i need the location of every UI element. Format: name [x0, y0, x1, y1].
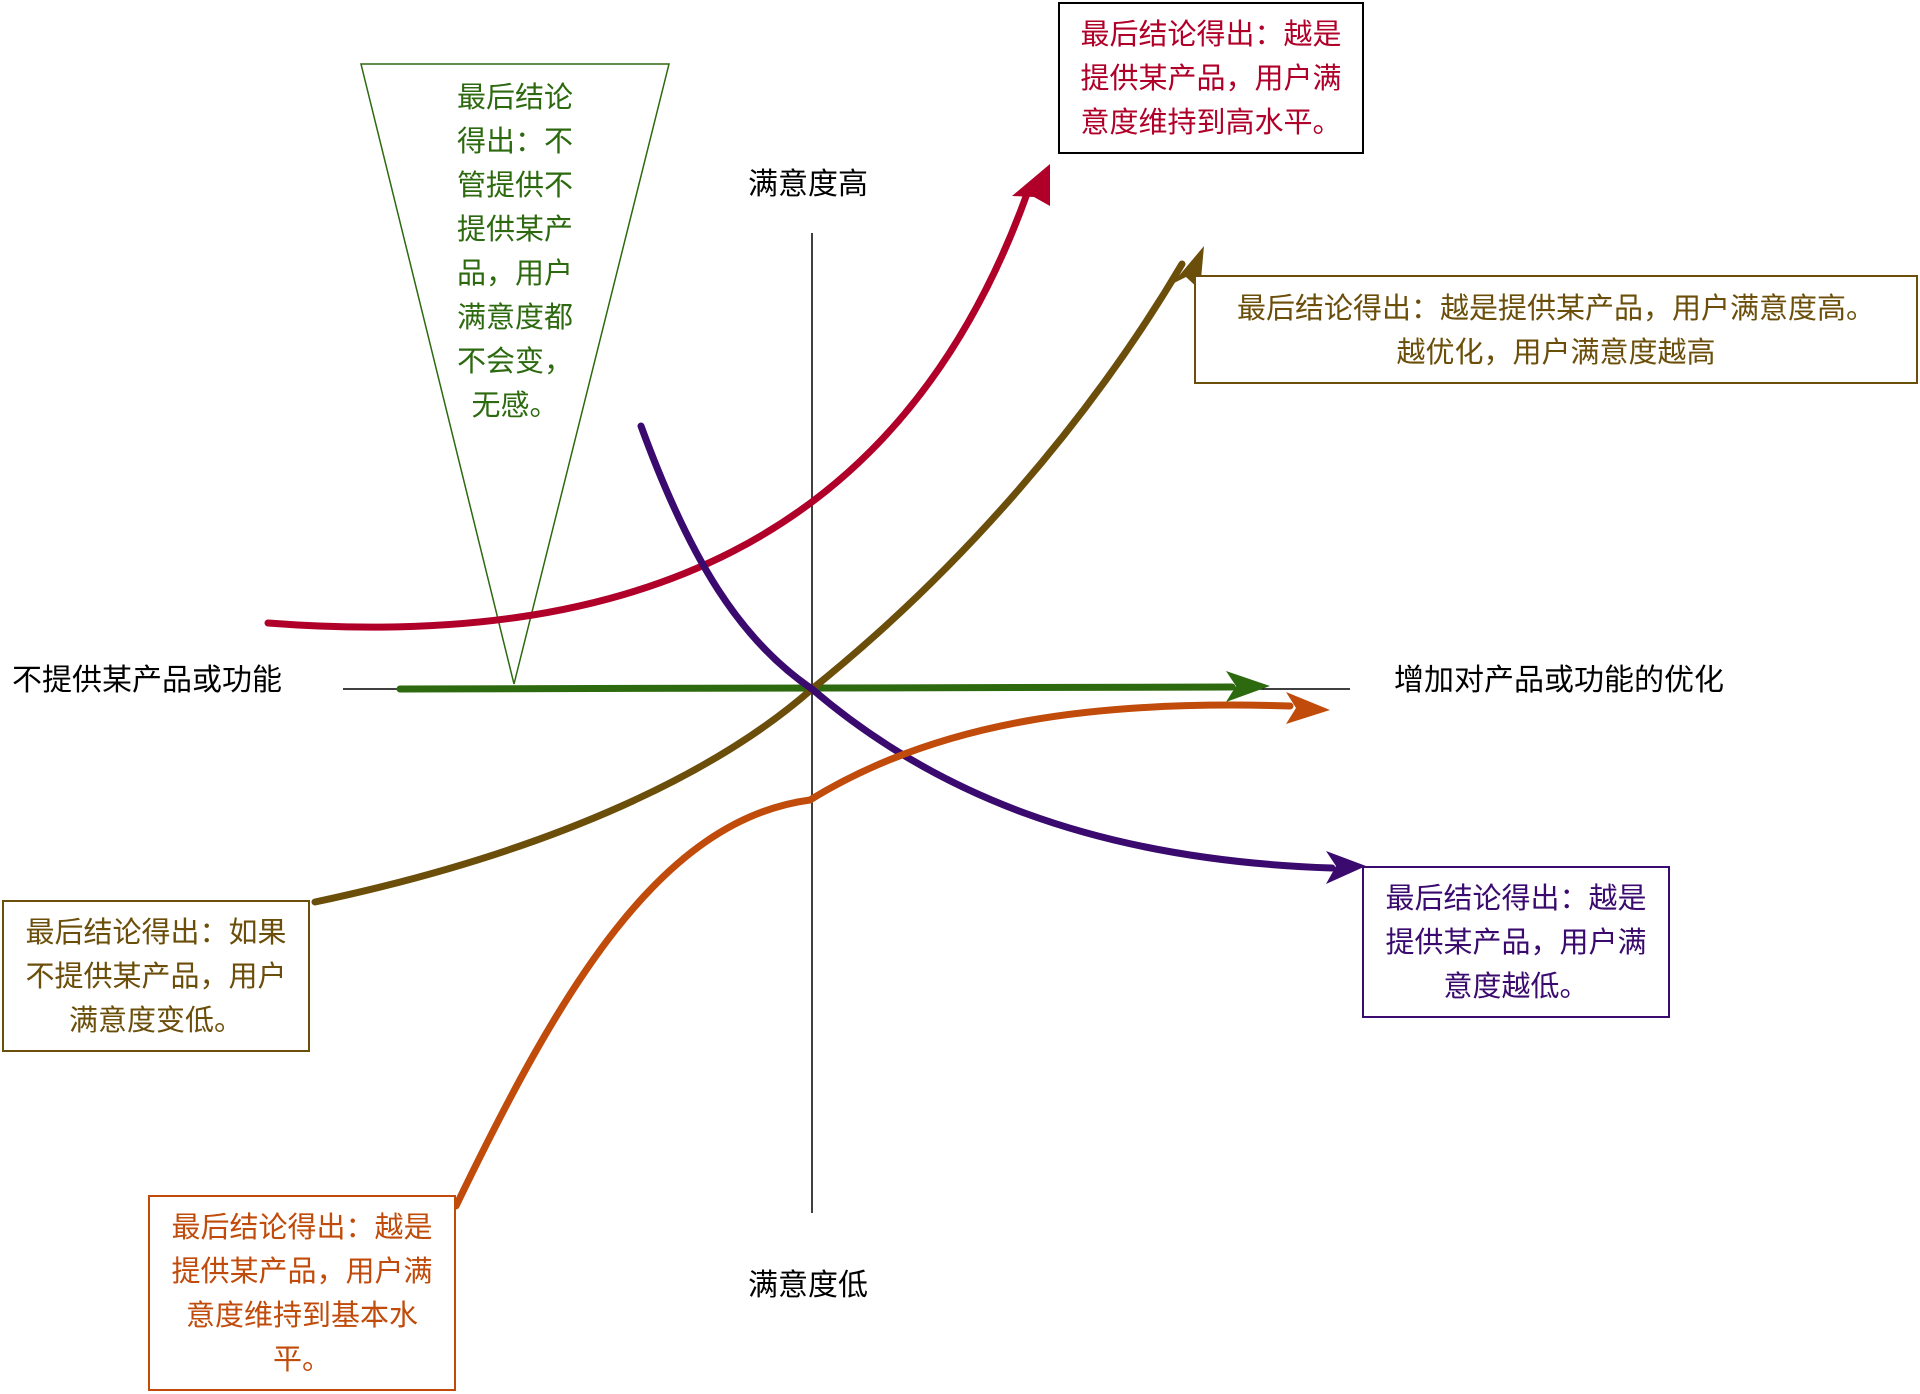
attractive-arrowhead [1012, 164, 1050, 206]
axis-label-left: 不提供某产品或功能 [12, 663, 282, 698]
indifferent-note-line: 满意度都 [456, 300, 573, 334]
performance-note-line: 最后结论得出：越是提供某产品，用户满意度高。 [1236, 290, 1875, 325]
axis-label-bottom: 满意度低 [748, 1268, 868, 1303]
reverse-note: 最后结论得出：越是 提供某产品，用户满 意度越低。 [1362, 866, 1670, 1018]
indifferent-note-line: 得出：不 [456, 124, 573, 158]
indifferent-arrowhead [1226, 671, 1270, 702]
performance-low-note: 最后结论得出：如果 不提供某产品，用户 满意度变低。 [2, 900, 310, 1052]
reverse-note-line: 意度越低。 [1443, 969, 1589, 1003]
performance-low-note-line: 满意度变低。 [68, 1003, 243, 1037]
attractive-note-line: 提供某产品，用户满 [1080, 61, 1342, 95]
reverse-arrowhead [1326, 851, 1366, 884]
axis-label-top: 满意度高 [748, 167, 868, 202]
indifferent-note-line: 不会变， [456, 344, 573, 378]
indifferent-note-line: 无感。 [471, 388, 559, 422]
must-be-note-line: 最后结论得出：越是 [171, 1210, 433, 1244]
reverse-curve [637, 422, 1336, 872]
attractive-note-line: 最后结论得出：越是 [1080, 17, 1342, 51]
must-be-note: 最后结论得出：越是 提供某产品，用户满 意度维持到基本水 平。 [148, 1195, 456, 1391]
must-be-note-line: 意度维持到基本水 [185, 1298, 418, 1332]
attractive-note-line: 意度维持到高水平。 [1080, 105, 1342, 139]
must-be-curve [452, 701, 1294, 1210]
performance-low-note-line: 不提供某产品，用户 [25, 959, 287, 993]
indifferent-triangle [360, 63, 670, 685]
axis-label-right: 增加对产品或功能的优化 [1394, 663, 1724, 698]
performance-low-note-line: 最后结论得出：如果 [25, 915, 287, 949]
must-be-arrowhead [1286, 692, 1330, 724]
attractive-curve [264, 187, 1032, 631]
attractive-note: 最后结论得出：越是 提供某产品，用户满 意度维持到高水平。 [1058, 2, 1364, 154]
indifferent-note-line: 品，用户 [456, 256, 573, 290]
indifferent-note-line: 管提供不 [456, 168, 573, 202]
performance-note-line: 越优化，用户满意度越高 [1396, 334, 1716, 369]
reverse-note-line: 提供某产品，用户满 [1385, 925, 1647, 959]
must-be-note-line: 提供某产品，用户满 [171, 1254, 433, 1288]
indifferent-note: 最后结论 得出：不 管提供不 提供某产 品，用户 满意度都 不会变， 无感。 [440, 75, 590, 427]
must-be-note-line: 平。 [272, 1342, 331, 1376]
indifferent-note-line: 提供某产 [456, 212, 573, 246]
indifferent-note-line: 最后结论 [456, 80, 573, 114]
performance-note: 最后结论得出：越是提供某产品，用户满意度高。 越优化，用户满意度越高 [1194, 275, 1918, 384]
reverse-note-line: 最后结论得出：越是 [1385, 881, 1647, 915]
